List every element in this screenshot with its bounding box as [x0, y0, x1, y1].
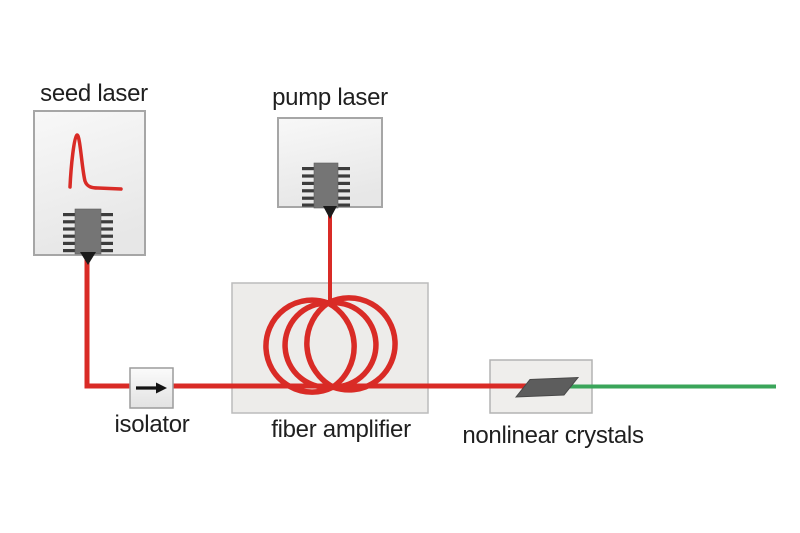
fiber-coil-icon [263, 295, 398, 395]
chip-pin [302, 181, 314, 185]
fiber-coil-loop-inner [304, 300, 357, 391]
chip-pin [101, 234, 113, 238]
pump-laser-label: pump laser [272, 84, 388, 111]
nonlinear-crystals-label: nonlinear crystals [462, 422, 644, 449]
chip-pin [338, 167, 350, 171]
forward-arrow-head [156, 382, 167, 394]
seed-laser-label: seed laser [40, 80, 148, 107]
laser-diode-chip-icon [74, 208, 102, 255]
chip-pin [63, 220, 75, 224]
chip-pin [101, 220, 113, 224]
chip-pin [101, 213, 113, 217]
chip-pin [101, 227, 113, 231]
pump-laser-chip [302, 162, 350, 219]
chip-pin [302, 203, 314, 207]
crystal-parallelogram-icon [514, 376, 580, 398]
chip-pin [338, 203, 350, 207]
chip-pin [63, 227, 75, 231]
chip-pin [302, 196, 314, 200]
pulse-waveform-icon [68, 133, 123, 191]
chip-pin [63, 213, 75, 217]
chip-pin [338, 189, 350, 193]
chip-pin [302, 174, 314, 178]
chip-pin [302, 189, 314, 193]
chip-pin [338, 174, 350, 178]
laser-diode-chip-icon [313, 162, 339, 209]
emitter-triangle-icon [80, 252, 96, 265]
chip-pin [302, 167, 314, 171]
fiber-amplifier-label: fiber amplifier [271, 416, 411, 443]
chip-pin [101, 249, 113, 253]
seed-beam [84, 258, 546, 389]
chip-pin [63, 249, 75, 253]
seed-laser-chip [63, 208, 113, 265]
chip-pin [63, 234, 75, 238]
chip-pin [338, 196, 350, 200]
isolator-label: isolator [114, 411, 190, 438]
chip-pin [63, 241, 75, 245]
chip-pin [338, 181, 350, 185]
emitter-triangle-icon [323, 206, 337, 219]
chip-pin [101, 241, 113, 245]
isolator-component [129, 367, 174, 409]
